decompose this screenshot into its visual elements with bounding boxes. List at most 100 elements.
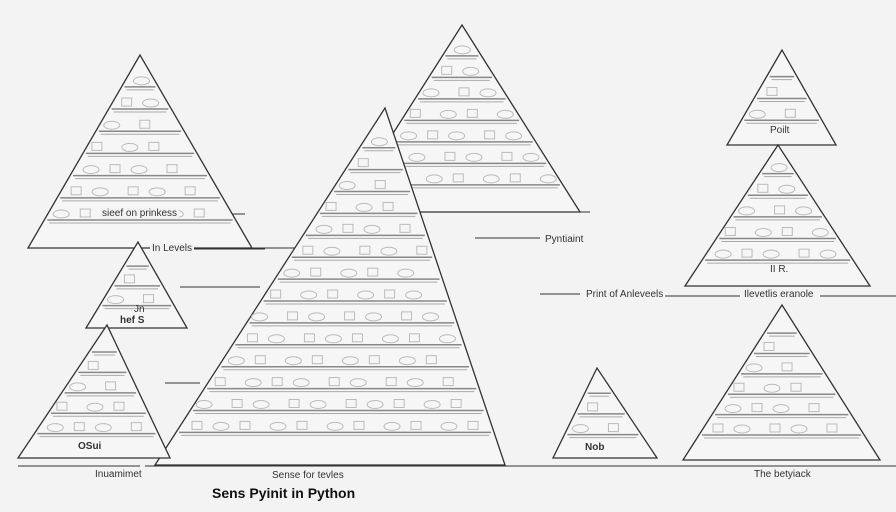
building-icon [139,119,151,129]
cloud-icon [422,88,440,98]
pyramid [153,106,506,466]
cloud-icon [763,383,781,393]
cloud-icon [745,363,763,373]
building-icon [327,289,339,299]
building-icon [191,420,203,430]
cloud-icon [479,88,497,98]
cloud-icon [251,312,269,322]
label-sense: Sense for tevles [270,470,346,481]
cloud-icon [811,228,829,238]
building-icon [105,381,117,391]
building-icon [357,158,369,168]
page-title: Sens Pyinit in Python [212,485,356,501]
cloud-icon [244,378,262,388]
cloud-icon [496,109,514,119]
building-icon [384,289,396,299]
cloud-icon [82,165,100,175]
building-icon [374,180,386,190]
label-in-levels: In Levels [150,243,195,254]
cloud-icon [453,45,471,55]
building-icon [79,208,91,218]
pyramid [551,366,659,459]
cloud-icon [121,142,139,152]
cloud-icon [324,334,342,344]
building-icon [774,205,786,215]
cloud-icon [738,206,756,216]
building-icon [87,360,99,370]
cloud-icon [400,131,418,141]
cloud-icon [438,334,456,344]
building-icon [452,173,464,183]
pyramid [681,303,882,461]
building-icon [385,377,397,387]
cloud-icon [772,404,790,414]
cloud-icon [107,295,125,305]
label-hef: hef S [120,315,145,326]
building-icon [359,245,371,255]
cloud-icon [315,224,333,234]
cloud-icon [406,378,424,388]
building-icon [310,267,322,277]
building-icon [724,227,736,237]
label-osui: OSui [78,441,102,452]
building-icon [91,141,103,151]
cloud-icon [366,399,384,409]
cloud-icon [423,399,441,409]
cloud-icon [269,421,287,431]
cloud-icon [227,356,245,366]
building-icon [302,245,314,255]
cloud-icon [370,137,388,147]
cloud-icon [86,402,104,412]
building-icon [484,130,496,140]
cloud-icon [383,421,401,431]
building-icon [287,311,299,321]
cloud-icon [405,290,423,300]
cloud-icon [762,249,780,259]
building-icon [741,248,753,258]
cloud-icon [819,249,837,259]
cloud-icon [338,181,356,191]
building-icon [246,333,258,343]
cloud-icon [284,356,302,366]
building-icon [712,423,724,433]
cloud-icon [212,421,230,431]
building-icon [342,223,354,233]
pyramid [16,323,172,459]
building-icon [56,401,68,411]
cloud-icon [365,312,383,322]
label-inuamimet: Inuamimet [93,469,144,480]
building-icon [214,377,226,387]
building-icon [442,377,454,387]
building-icon [328,377,340,387]
cloud-icon [748,109,766,119]
cloud-icon [770,163,788,173]
cloud-icon [465,152,483,162]
cloud-icon [397,268,415,278]
building-icon [607,423,619,433]
building-icon [781,362,793,372]
building-icon [427,130,439,140]
building-icon [509,173,521,183]
building-icon [143,294,155,304]
pyramid [84,240,189,329]
cloud-icon [69,382,87,392]
label-ilevetlis: Ilevetlis eranole [742,289,816,300]
building-icon [148,141,160,151]
building-icon [416,245,428,255]
label-pyntiaint: Pyntiaint [543,234,586,245]
cloud-icon [790,424,808,434]
building-icon [303,333,315,343]
building-icon [409,108,421,118]
cloud-icon [46,423,64,433]
cloud-icon [103,120,121,130]
building-icon [790,382,802,392]
label-nob: Nob [585,442,605,453]
pyramid [725,48,838,146]
label-iir: II R. [770,264,789,275]
building-icon [401,311,413,321]
cloud-icon [133,76,151,86]
building-icon [410,420,422,430]
building-icon [733,382,745,392]
building-icon [239,420,251,430]
